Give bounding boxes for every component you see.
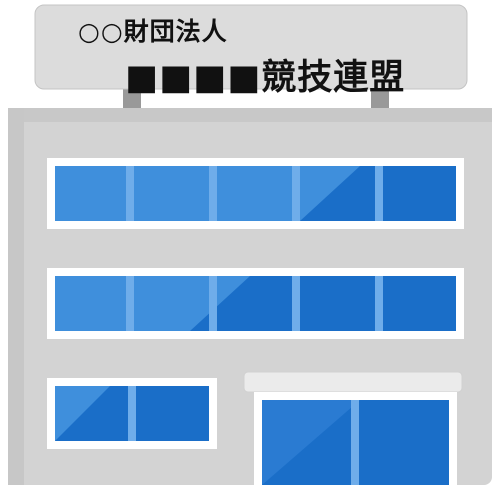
sign-board bbox=[34, 4, 468, 90]
door-canopy bbox=[243, 371, 463, 393]
sign-post-left bbox=[123, 86, 141, 114]
sign-line-federation-name: ■■■■競技連盟 bbox=[125, 58, 406, 98]
window-row-top bbox=[47, 158, 464, 229]
building-body bbox=[8, 108, 492, 485]
window-row-middle bbox=[47, 268, 464, 339]
sign-post-right bbox=[371, 86, 389, 114]
entrance-door bbox=[243, 371, 463, 485]
sign-line-organization-type: ○○財団法人 bbox=[78, 17, 228, 46]
window-bottom-left bbox=[47, 378, 217, 449]
